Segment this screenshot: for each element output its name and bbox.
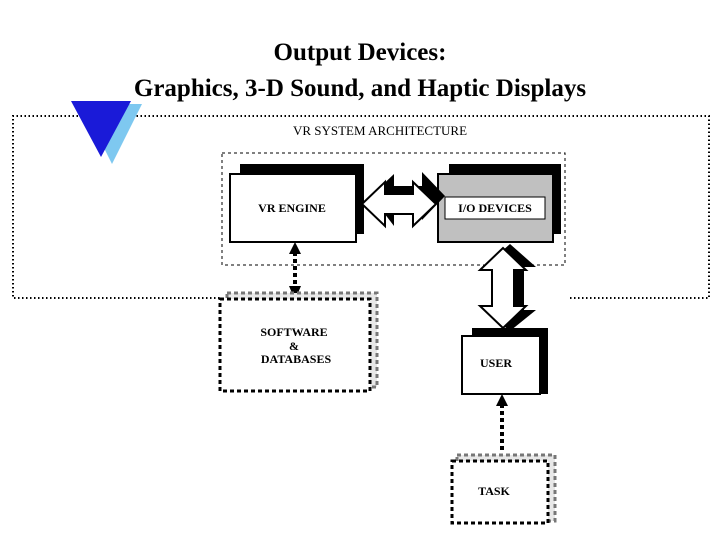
software-label-line-2: & [289,339,299,353]
io-devices-label: I/O DEVICES [458,201,532,215]
task-label: TASK [478,484,510,498]
user-box: USER [461,328,548,395]
bullet-triangle-icon [71,101,142,164]
slide-title-line-2: Graphics, 3-D Sound, and Haptic Displays [133,75,587,102]
task-box: TASK [450,453,557,525]
task-user-dotted-arrow [496,394,508,452]
io-user-double-arrow [477,244,536,331]
vr-engine-box: VR ENGINE [229,164,364,243]
system-frame [12,115,710,299]
frame-label: VR SYSTEM ARCHITECTURE [293,123,467,138]
user-label: USER [480,356,512,370]
software-databases-box: SOFTWARE & DATABASES [218,291,379,393]
slide-title-line-1: Output Devices: [273,39,447,66]
engine-software-dotted-arrow [289,242,301,300]
io-devices-box: I/O DEVICES [437,164,561,243]
software-label-line-1: SOFTWARE [260,325,327,339]
vr-engine-label: VR ENGINE [258,201,326,215]
engine-group-box [221,152,566,266]
engine-io-double-arrow [360,172,445,229]
software-label-line-3: DATABASES [261,352,332,366]
